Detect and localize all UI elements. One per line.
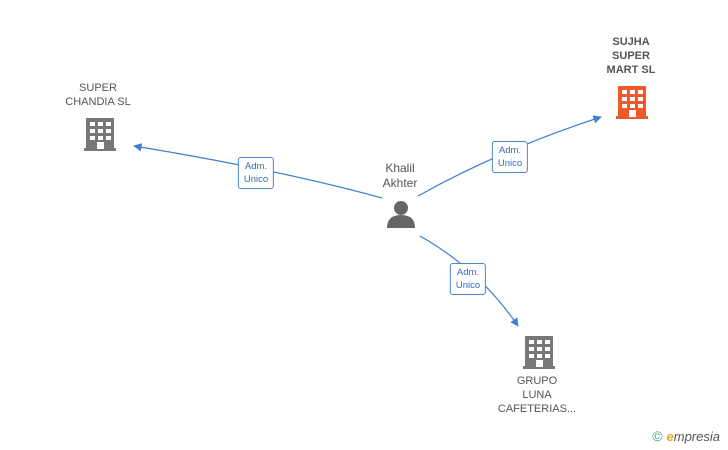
edge-label-grupo-luna: Adm. Unico (449, 263, 487, 295)
edge-label-sujha: Adm. Unico (491, 141, 529, 173)
person-icon[interactable] (387, 201, 415, 228)
building-icon[interactable] (523, 336, 555, 369)
brand-footer: © empresia (652, 428, 720, 444)
company-label-sujha[interactable]: SUJHA SUPER MART SL (606, 36, 656, 76)
edge-label-super-chandia: Adm. Unico (237, 157, 275, 189)
copyright-icon: © (652, 428, 663, 444)
person-label[interactable]: Khalil Akhter (382, 161, 418, 190)
building-icon-highlighted[interactable] (616, 86, 648, 119)
brand-logo: empresia (666, 428, 720, 444)
company-label-grupo-luna[interactable]: GRUPO LUNA CAFETERIAS... (497, 375, 577, 415)
building-icon[interactable] (84, 118, 116, 151)
company-label-super-chandia[interactable]: SUPER CHANDIA SL (65, 82, 131, 108)
